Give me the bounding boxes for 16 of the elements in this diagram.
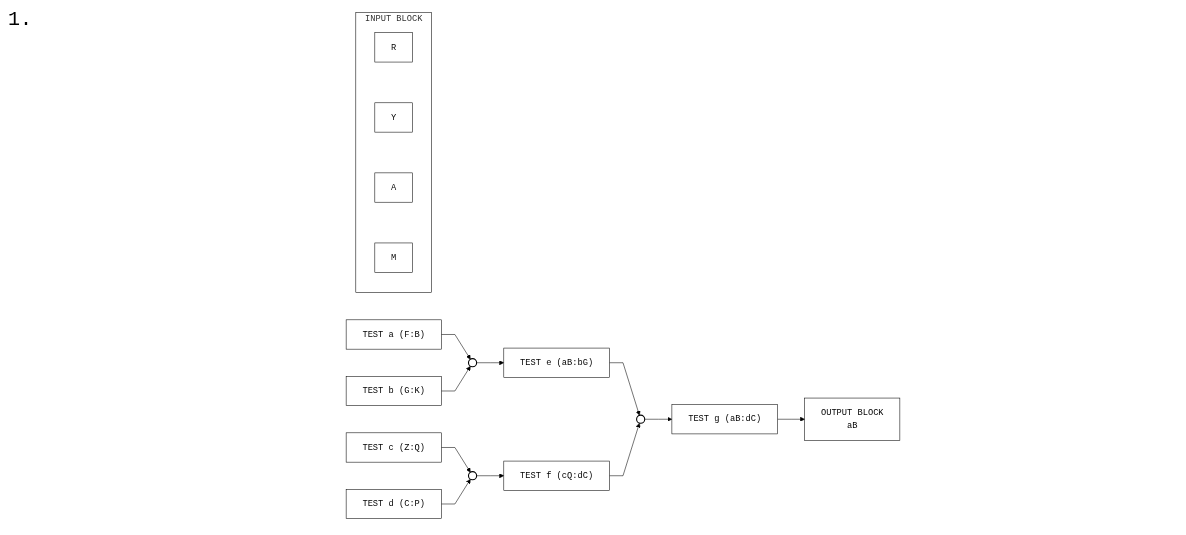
node-box: TEST e (aB:bG)	[503, 347, 610, 378]
node-circle	[467, 471, 478, 481]
node-box: A	[374, 172, 413, 203]
node-box: TEST f (cQ:dC)	[503, 460, 610, 491]
node-box: TEST a (F:B)	[345, 319, 442, 350]
node-box: TEST d (C:P)	[345, 489, 442, 519]
node-box: Y	[374, 102, 413, 133]
node-box: TEST b (G:K)	[345, 376, 442, 406]
node-box: TEST g (aB:dC)	[671, 404, 778, 435]
node-box: R	[374, 32, 413, 63]
node-box: M	[374, 242, 413, 273]
figure-number: 1.	[8, 8, 33, 31]
node-box: OUTPUT BLOCK aB	[804, 397, 901, 441]
node-box: TEST c (Z:Q)	[345, 432, 442, 463]
node-circle	[636, 414, 646, 424]
node-circle	[467, 358, 478, 368]
